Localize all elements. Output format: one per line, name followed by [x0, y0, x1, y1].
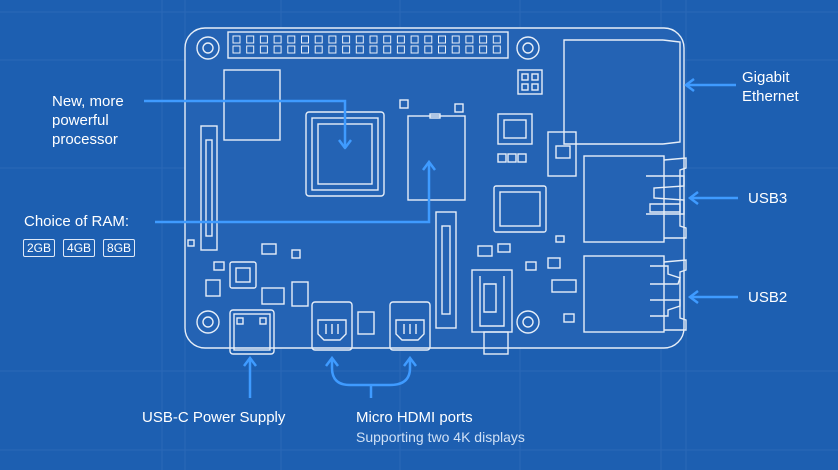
gpio-pins	[232, 35, 501, 54]
gpio-pin	[383, 35, 392, 44]
micro-hdmi-port-2	[389, 301, 431, 351]
power-label: USB-C Power Supply	[142, 409, 286, 426]
gpio-pin	[246, 35, 255, 44]
gpio-pin	[438, 45, 446, 54]
processor-label-line-1: New, more	[52, 93, 124, 110]
gpio-pin	[259, 35, 268, 44]
usb2-label: USB2	[748, 289, 788, 306]
gpio-pin	[287, 45, 296, 54]
ethernet-label-line-1: Gigabit	[742, 69, 790, 86]
gpio-pin	[232, 45, 241, 54]
gpio-pin	[492, 35, 501, 44]
gpio-pin	[492, 45, 501, 54]
micro-hdmi-port-1	[311, 301, 353, 351]
gpio-pin	[301, 35, 309, 44]
ethernet-port	[563, 39, 681, 145]
ethernet-label-line-2: Ethernet	[742, 88, 799, 105]
gpio-pin	[301, 45, 309, 54]
display-connector	[200, 125, 218, 251]
hdmi-label: Micro HDMI ports	[356, 409, 473, 426]
gpio-pin	[383, 45, 392, 54]
processor-label: New, more powerful processor	[52, 92, 124, 149]
ram-arrow	[155, 164, 431, 224]
gpio-pin	[273, 35, 282, 44]
gpio-pin	[451, 45, 460, 54]
processor-label-line-3: processor	[52, 131, 118, 148]
gpio-pin	[479, 35, 488, 44]
gpio-pin	[246, 45, 255, 54]
gpio-pin	[396, 45, 405, 54]
gpio-pin	[438, 35, 446, 44]
usb3-port	[583, 155, 687, 243]
processor-arrow	[144, 99, 347, 146]
ram-option-4gb: 4GB	[63, 239, 96, 257]
gpio-pin	[328, 35, 337, 44]
callout-arrows	[144, 78, 738, 398]
gpio-pin	[369, 35, 378, 44]
gpio-pin	[328, 45, 337, 54]
gpio-pin	[287, 35, 296, 44]
hdmi-sublabel: Supporting two 4K displays	[356, 429, 525, 445]
gpio-pin	[424, 45, 433, 54]
gpio-pin	[465, 45, 474, 54]
usb3-label: USB3	[748, 190, 788, 207]
pcie-chip	[493, 185, 547, 233]
gpio-pin	[355, 35, 364, 44]
gpio-pin	[451, 35, 460, 44]
wireless-module	[223, 69, 281, 141]
gpio-pin	[232, 35, 241, 44]
processor-label-line-2: powerful	[52, 112, 109, 129]
gpio-pin	[369, 45, 378, 54]
camera-connector	[435, 211, 457, 329]
gpio-pin	[314, 35, 323, 44]
usbc-port	[229, 309, 275, 355]
usb-controller-chip	[497, 113, 533, 145]
gpio-pin	[342, 35, 351, 44]
gpio-pin	[342, 45, 351, 54]
ram-label: Choice of RAM:	[24, 213, 130, 230]
gpio-pin	[424, 35, 433, 44]
mounting-holes	[196, 36, 540, 334]
audio-jack	[471, 269, 513, 355]
gpio-pin	[273, 45, 282, 54]
gpio-header	[227, 31, 509, 59]
usb2-port	[583, 255, 687, 333]
ram-options: 2GB 4GB 8GB	[23, 239, 136, 257]
gpio-pin	[410, 45, 419, 54]
ram-option-2gb: 2GB	[23, 239, 56, 257]
ram-chip	[407, 115, 466, 201]
gpio-pin	[396, 35, 405, 44]
board-outline	[184, 27, 687, 355]
gpio-pin	[479, 45, 488, 54]
ethernet-label: Gigabit Ethernet	[742, 68, 799, 106]
gpio-pin	[355, 45, 364, 54]
gpio-pin	[465, 35, 474, 44]
gpio-pin	[314, 45, 323, 54]
ram-option-8gb: 8GB	[103, 239, 136, 257]
gpio-pin	[410, 35, 419, 44]
gpio-pin	[259, 45, 268, 54]
